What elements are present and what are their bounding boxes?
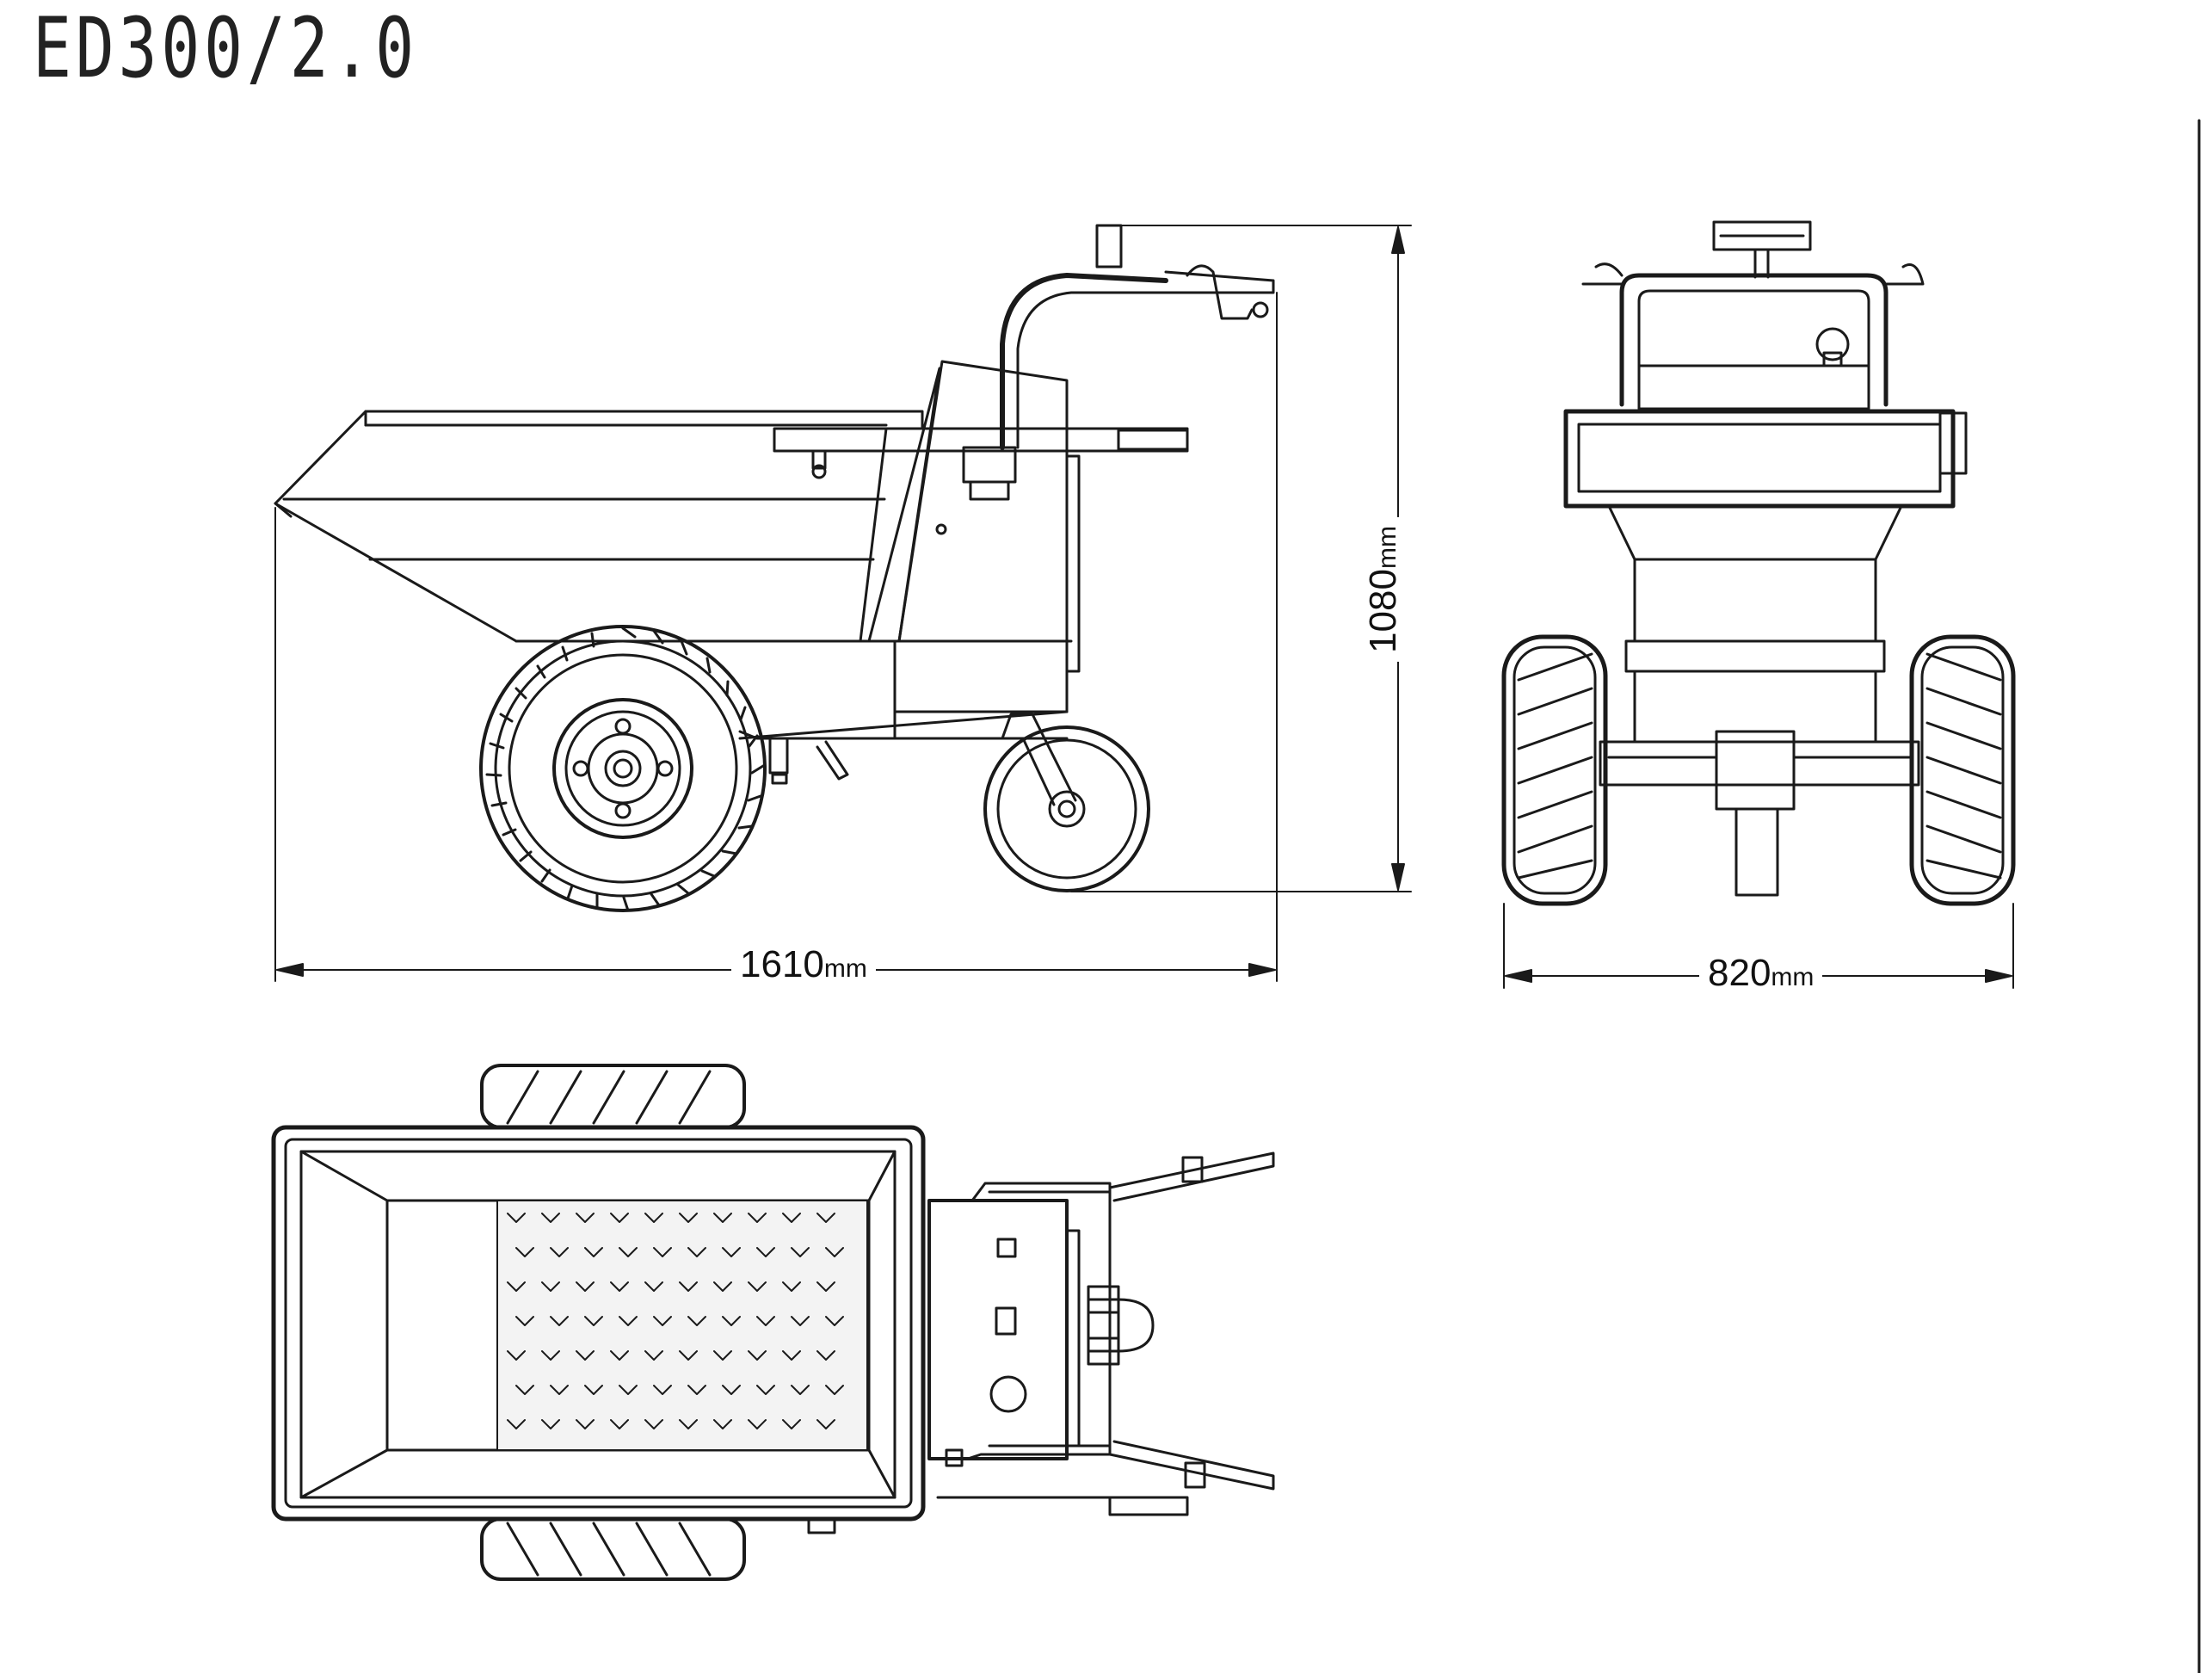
side-chassis xyxy=(740,361,1079,738)
top-wheel-lower xyxy=(482,1519,744,1579)
top-hopper xyxy=(274,1127,923,1519)
front-axle xyxy=(1600,641,1919,895)
side-height-dimension xyxy=(1071,225,1411,892)
side-rear-wheel-tread xyxy=(487,628,763,911)
front-right-wheel xyxy=(1912,637,2013,904)
top-handle xyxy=(809,1153,1273,1533)
length-unit: mm xyxy=(823,954,867,983)
top-view xyxy=(274,1065,1273,1579)
top-switch-2 xyxy=(996,1308,1015,1334)
height-unit: mm xyxy=(1372,526,1402,570)
side-grab-bar xyxy=(774,429,1187,478)
side-front-wheel xyxy=(985,714,1149,891)
side-underside-parts xyxy=(770,738,847,783)
side-length-dimension xyxy=(275,293,1277,981)
width-unit: mm xyxy=(1771,963,1815,991)
front-view xyxy=(1504,222,2013,988)
top-wheel-upper xyxy=(482,1065,744,1127)
side-hopper xyxy=(275,411,1071,641)
tread-plate xyxy=(497,1201,867,1450)
top-key-switch xyxy=(991,1377,1026,1411)
tread-plate-pattern xyxy=(508,1213,843,1429)
top-switch-1 xyxy=(998,1239,1015,1256)
side-rear-wheel xyxy=(481,627,765,911)
front-handle xyxy=(1583,222,1923,409)
side-view xyxy=(275,225,1411,981)
top-control-box xyxy=(929,1201,1079,1459)
front-width-dimension xyxy=(1504,904,2013,988)
height-value: 1080 xyxy=(1361,569,1404,653)
drawing-title: ED300/2.0 xyxy=(33,0,418,96)
front-left-wheel xyxy=(1504,637,1605,904)
height-dimension-label: 1080mm xyxy=(1361,517,1405,662)
length-value: 1610 xyxy=(740,943,824,985)
width-value: 820 xyxy=(1708,952,1771,994)
width-dimension-label: 820mm xyxy=(1699,952,1823,995)
length-dimension-label: 1610mm xyxy=(731,943,876,986)
front-tub xyxy=(1566,411,1966,641)
side-handle xyxy=(964,225,1273,499)
